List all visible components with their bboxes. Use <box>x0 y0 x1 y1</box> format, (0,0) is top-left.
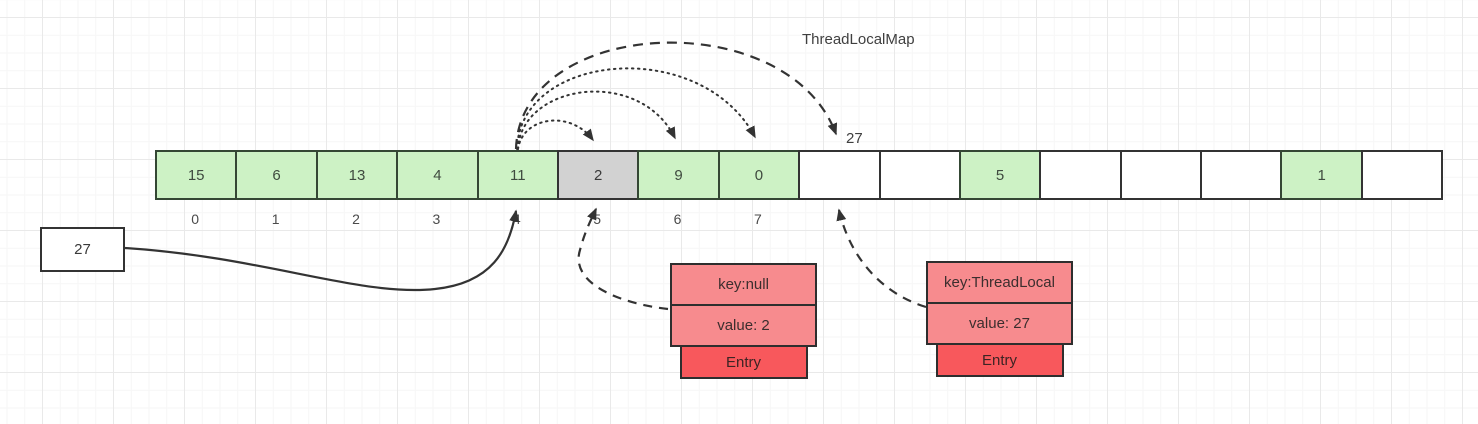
entry-link-threadlocal-to-slot8 <box>836 208 927 309</box>
value-27-box: 27 <box>40 227 125 272</box>
probe-arc-slot4-to-slot8 <box>514 41 838 150</box>
index-label-2: 2 <box>352 211 360 227</box>
array-cell-9 <box>878 150 961 200</box>
entry-tag: Entry <box>679 345 808 379</box>
array-cell-1: 6 <box>235 150 318 200</box>
index-label-6: 6 <box>673 211 682 227</box>
entry-key-row: key:ThreadLocal <box>926 261 1073 304</box>
array-cell-11 <box>1039 150 1122 200</box>
array-cell-12 <box>1119 150 1203 200</box>
array-cell-5: 2 <box>556 150 640 200</box>
probe-target-label: 27 <box>846 130 863 147</box>
array-cell-4: 11 <box>476 150 559 200</box>
entry-tag: Entry <box>935 343 1064 377</box>
index-label-0: 0 <box>191 211 200 227</box>
entry-card-threadlocal: key:ThreadLocal value: 27 Entry <box>926 261 1073 377</box>
entry-key-row: key:null <box>670 263 817 306</box>
index-label-1: 1 <box>271 211 280 227</box>
array-cell-7: 0 <box>717 150 801 200</box>
index-label-5: 5 <box>593 211 602 227</box>
entry-value-row: value: 27 <box>926 302 1073 345</box>
array-cell-13 <box>1200 150 1283 200</box>
index-label-4: 4 <box>512 211 521 227</box>
array-cell-8 <box>798 150 881 200</box>
probe-arc-slot4-to-slot7 <box>516 67 756 150</box>
array-cell-3: 4 <box>396 150 479 200</box>
array-cell-0: 15 <box>155 150 238 200</box>
array-cell-14: 1 <box>1280 150 1363 200</box>
value-27-box-label: 27 <box>74 241 91 258</box>
array-cell-15 <box>1360 150 1444 200</box>
index-label-7: 7 <box>754 211 762 227</box>
diagram-title: ThreadLocalMap <box>802 31 915 48</box>
index-label-3: 3 <box>432 211 441 227</box>
entry-card-stale: key:null value: 2 Entry <box>670 263 817 379</box>
entry-value-row: value: 2 <box>670 304 817 347</box>
array-cell-2: 13 <box>315 150 399 200</box>
array-cell-10: 5 <box>958 150 1042 200</box>
array-cell-6: 9 <box>637 150 720 200</box>
probe-arc-slot4-to-slot6 <box>517 90 676 150</box>
probe-arc-slot4-to-slot5 <box>517 119 594 150</box>
slot-index-labels: 0 1 2 3 4 5 6 7 <box>155 211 798 227</box>
